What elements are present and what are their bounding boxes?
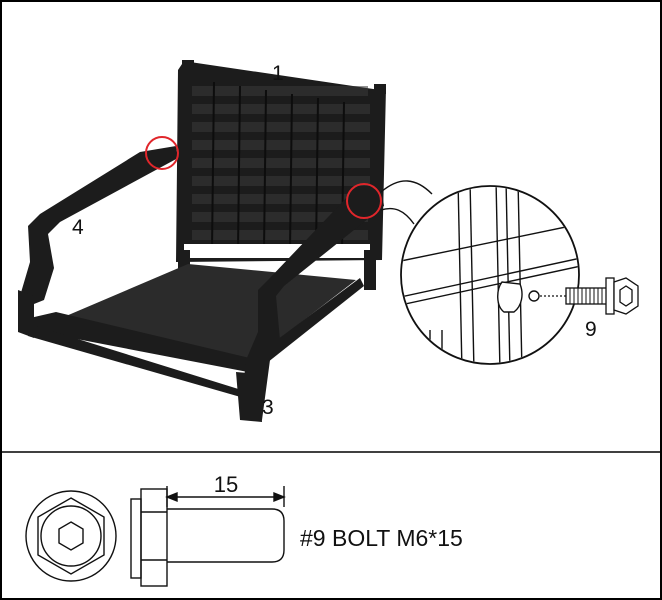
armrest-left-leg [18, 290, 34, 338]
backrest-tab-left [182, 60, 194, 70]
dimension-line [165, 486, 286, 507]
magnifier-connector-bottom [380, 207, 415, 225]
label-bolt-callout: 9 [585, 318, 597, 341]
backrest-gap [184, 244, 370, 258]
highlight-circle-left [145, 136, 179, 170]
backrest-tab-right [374, 84, 386, 94]
magnifier-connector-top [380, 180, 433, 195]
hex-socket-icon [58, 521, 84, 551]
bolt-detail-icon [565, 277, 639, 315]
armrest-left [20, 146, 178, 304]
armrest-right-leg [236, 372, 262, 422]
magnifier-contents [402, 187, 578, 363]
backrest-post-right [364, 250, 376, 290]
bolt-front-view-icon [25, 490, 117, 582]
bolt-length-label: 15 [214, 472, 238, 497]
detail-magnifier [380, 180, 639, 365]
backrest-weave [192, 86, 370, 240]
magnifier-circle [400, 185, 580, 365]
seat-front-rail [30, 312, 258, 374]
seat-side-rail [250, 278, 364, 370]
bolt-spec-section: 15 #9 BOLT M6*15 [25, 472, 463, 587]
bolt-spec-caption: #9 BOLT M6*15 [300, 525, 463, 551]
label-seat-frame: 3 [262, 396, 274, 419]
label-armrest: 4 [72, 216, 84, 239]
chair-assembly-illustration [18, 60, 386, 422]
seat-bottom-rail [28, 326, 248, 398]
bolt-side-view-icon [130, 488, 285, 587]
label-backrest: 1 [272, 62, 284, 85]
highlight-circle-right [346, 183, 382, 219]
